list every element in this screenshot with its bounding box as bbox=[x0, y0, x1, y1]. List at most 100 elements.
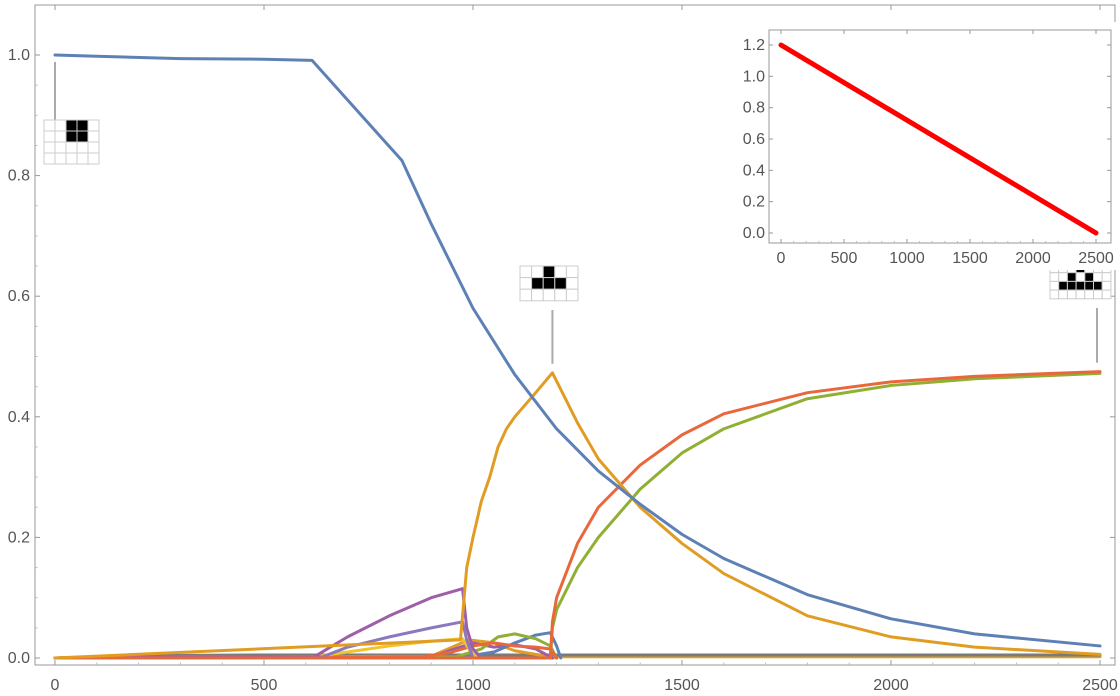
pattern-cell-filled bbox=[76, 130, 89, 143]
pattern-cell-empty bbox=[1049, 289, 1060, 300]
pattern-cell-filled bbox=[65, 119, 78, 132]
x-tick-label: 2000 bbox=[873, 677, 909, 694]
inset-y-tick-label: 1.0 bbox=[743, 68, 765, 85]
pattern-cell-empty bbox=[554, 288, 567, 302]
y-tick-label: 0.6 bbox=[8, 288, 30, 305]
pattern-cell-empty bbox=[565, 277, 579, 290]
inset-plot-frame bbox=[768, 29, 1112, 244]
inset-x-tick-label: 500 bbox=[831, 250, 858, 267]
x-tick-label: 0 bbox=[51, 677, 60, 694]
pattern-cell-empty bbox=[1101, 272, 1112, 282]
x-tick-label: 500 bbox=[251, 677, 278, 694]
pattern-cell-empty bbox=[87, 119, 100, 132]
pattern-cell-empty bbox=[565, 288, 579, 302]
y-tick-label: 1.0 bbox=[8, 47, 30, 64]
pattern-cell-empty bbox=[531, 265, 544, 279]
pattern-cell-empty bbox=[87, 152, 100, 165]
pattern-cell-empty bbox=[76, 152, 89, 165]
pattern-cell-empty bbox=[1049, 272, 1060, 282]
pattern-cell-filled bbox=[554, 277, 567, 290]
series-line-2 bbox=[53, 370, 1102, 660]
y-tick-label: 0.0 bbox=[8, 650, 30, 667]
single-black-cell-pattern-icon bbox=[43, 119, 100, 165]
series-line-1 bbox=[53, 371, 1102, 660]
pattern-cell-empty bbox=[1093, 289, 1103, 300]
pattern-cell-filled bbox=[1066, 280, 1077, 291]
series-line-0 bbox=[53, 53, 1102, 648]
pattern-cell-empty bbox=[1101, 280, 1112, 291]
pattern-cell-empty bbox=[54, 152, 67, 165]
inset-x-tick-label: 0 bbox=[777, 250, 786, 267]
y-tick-label: 0.8 bbox=[8, 168, 30, 185]
series-line-12 bbox=[53, 653, 1102, 660]
pattern-cell-filled bbox=[65, 130, 78, 143]
pattern-cell-filled bbox=[76, 119, 89, 132]
pattern-cell-filled bbox=[1058, 280, 1068, 291]
x-tick-label: 1500 bbox=[664, 677, 700, 694]
pyramid-pattern-icon bbox=[1049, 263, 1112, 300]
inset-y-tick-label: 0.6 bbox=[743, 131, 765, 148]
inset-x-tick-label: 1000 bbox=[889, 250, 925, 267]
pattern-cell-empty bbox=[43, 141, 56, 154]
pattern-cell-empty bbox=[554, 265, 567, 279]
annotations bbox=[43, 62, 1112, 364]
inset-y-tick-label: 0.8 bbox=[743, 100, 765, 117]
x-tick-label: 2500 bbox=[1082, 677, 1118, 694]
pattern-cell-empty bbox=[1058, 272, 1068, 282]
pattern-cell-empty bbox=[65, 141, 78, 154]
pattern-cell-empty bbox=[565, 265, 579, 279]
pattern-cell-empty bbox=[542, 288, 556, 302]
inset-y-tick-label: 0.0 bbox=[743, 225, 765, 242]
pattern-cell-filled bbox=[1084, 272, 1095, 282]
pattern-cell-empty bbox=[54, 119, 67, 132]
y-tick-label: 0.2 bbox=[8, 529, 30, 546]
pattern-cell-empty bbox=[43, 152, 56, 165]
pattern-cell-filled bbox=[1093, 280, 1103, 291]
pattern-cell-empty bbox=[519, 277, 533, 290]
pattern-cell-empty bbox=[531, 288, 544, 302]
inset-x-tick-label: 2500 bbox=[1078, 250, 1114, 267]
inset-y-tick-label: 0.4 bbox=[743, 162, 765, 179]
pattern-cell-empty bbox=[54, 130, 67, 143]
pattern-cell-empty bbox=[43, 130, 56, 143]
pattern-cell-filled bbox=[1066, 272, 1077, 282]
series-line-9 bbox=[53, 631, 563, 660]
pattern-cell-filled bbox=[531, 277, 544, 290]
pattern-cell-empty bbox=[65, 152, 78, 165]
pattern-cell-empty bbox=[1075, 272, 1086, 282]
inset-x-tick-label: 1500 bbox=[952, 250, 988, 267]
pattern-cell-empty bbox=[1075, 289, 1086, 300]
pattern-cell-filled bbox=[1075, 280, 1086, 291]
inset-series-points bbox=[778, 42, 1099, 236]
pattern-cell-empty bbox=[43, 119, 56, 132]
series-line-4 bbox=[53, 587, 483, 660]
pattern-cell-empty bbox=[87, 141, 100, 154]
pattern-cell-filled bbox=[542, 265, 556, 279]
x-tick-label: 1000 bbox=[455, 677, 491, 694]
pattern-cell-filled bbox=[1084, 280, 1095, 291]
main-plot: 0 500 1000 1500 2000 2500 0.0 0.2 0.4 0.6 0.8 1.0 bbox=[8, 4, 1118, 694]
inset-plot: 0 500 1000 1500 2000 2500 0.0 0.2 0.4 0.6 0.8 1.0 1.… bbox=[726, 22, 1118, 270]
series-line-8 bbox=[53, 632, 559, 660]
pattern-cell-empty bbox=[519, 265, 533, 279]
pattern-cell-empty bbox=[1058, 289, 1068, 300]
pattern-cell-empty bbox=[54, 141, 67, 154]
pattern-cell-empty bbox=[1049, 280, 1060, 291]
main-plot-frame bbox=[34, 4, 1116, 666]
pattern-cell-empty bbox=[76, 141, 89, 154]
inset-x-tick-label: 2000 bbox=[1015, 250, 1051, 267]
pattern-cell-empty bbox=[1084, 289, 1095, 300]
pattern-cell-filled bbox=[542, 277, 556, 290]
pattern-cell-empty bbox=[1066, 289, 1077, 300]
pattern-cell-empty bbox=[87, 130, 100, 143]
series-line-7 bbox=[53, 641, 559, 660]
series-line-5 bbox=[53, 620, 475, 660]
pattern-cell-empty bbox=[1101, 289, 1112, 300]
inset-y-tick-label: 0.2 bbox=[743, 194, 765, 211]
y-tick-label: 0.4 bbox=[8, 409, 30, 426]
inset-background bbox=[726, 22, 1118, 270]
inset-y-tick-label: 1.2 bbox=[743, 37, 765, 54]
pattern-cell-empty bbox=[519, 288, 533, 302]
t-tetromino-pattern-icon bbox=[519, 265, 579, 302]
